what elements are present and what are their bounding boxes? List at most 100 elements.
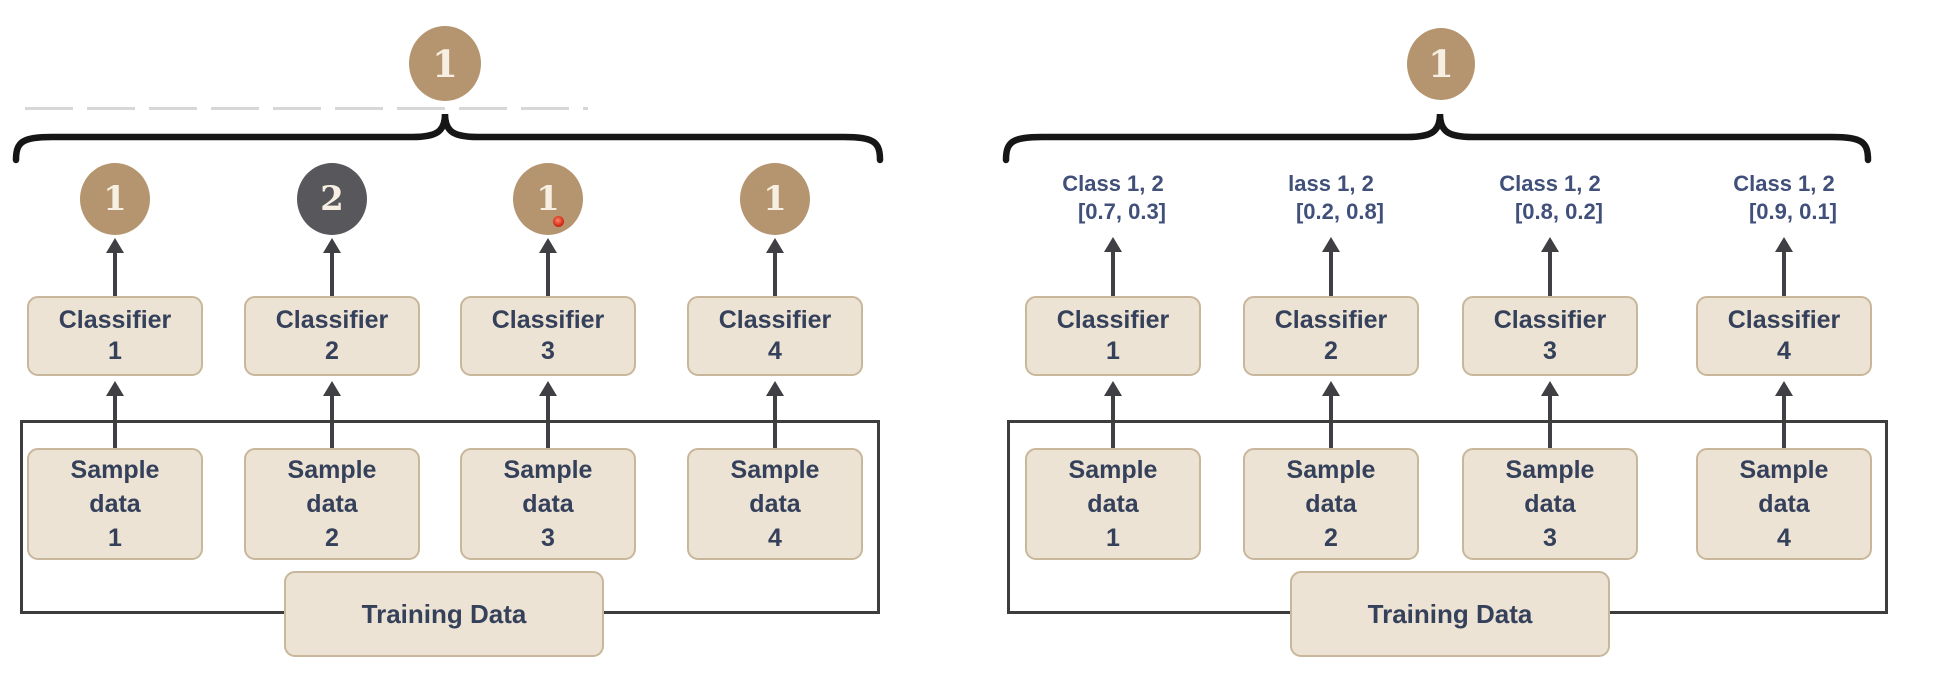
vote-circle-1: 1 (80, 163, 150, 235)
classifier-box-4: Classifier 4 (1696, 296, 1872, 376)
arrow-shaft (1782, 251, 1786, 296)
classifier-label: Classifier (1493, 306, 1607, 334)
classifier-label: Classifier (1727, 306, 1841, 334)
sample-data-box-4: Sample data 4 (687, 448, 863, 560)
arrow-shaft (330, 252, 334, 296)
prediction-label-1: Class 1, 2 [0.7, 0.3] (1013, 170, 1213, 226)
prediction-label-3: Class 1, 2 [0.8, 0.2] (1450, 170, 1650, 226)
aggregate-vote-label: 1 (1428, 42, 1454, 86)
classifier-number: 4 (1777, 337, 1791, 365)
prediction-probabilities: [0.7, 0.3] (1077, 199, 1167, 224)
sample-label: data (1524, 490, 1576, 518)
up-arrow-icon (1541, 237, 1559, 252)
prediction-probabilities: [0.2, 0.8] (1295, 199, 1385, 224)
up-arrow-icon (106, 238, 124, 253)
sample-label: Sample (1739, 456, 1829, 484)
sample-number: 2 (1324, 524, 1338, 552)
sample-label: Sample (70, 456, 160, 484)
up-arrow-icon (1322, 237, 1340, 252)
classifier-number: 4 (768, 337, 782, 365)
classifier-label: Classifier (275, 306, 389, 334)
up-arrow-icon (1541, 381, 1559, 396)
classifier-label: Classifier (491, 306, 605, 334)
training-data-label: Training Data (361, 598, 527, 629)
up-arrow-icon (1775, 381, 1793, 396)
arrow-shaft (1329, 251, 1333, 296)
sample-label: data (749, 490, 801, 518)
vote-label: 1 (103, 179, 127, 219)
aggregate-vote-label: 1 (432, 41, 458, 86)
up-arrow-icon (323, 238, 341, 253)
arrow-shaft (1548, 251, 1552, 296)
vote-label: 1 (536, 179, 560, 219)
training-data-label: Training Data (1367, 598, 1533, 629)
vote-circle-4: 1 (740, 163, 810, 235)
arrow-shaft (546, 252, 550, 296)
up-arrow-icon (1104, 381, 1122, 396)
classifier-number: 3 (541, 337, 555, 365)
sample-label: data (1087, 490, 1139, 518)
sample-number: 4 (1777, 524, 1791, 552)
up-arrow-icon (766, 381, 784, 396)
prediction-classes: lass 1, 2 (1288, 171, 1374, 196)
up-arrow-icon (766, 238, 784, 253)
sample-label: Sample (503, 456, 593, 484)
arrow-shaft (113, 252, 117, 296)
classifier-box-3: Classifier 3 (1462, 296, 1638, 376)
sample-number: 1 (108, 524, 122, 552)
up-arrow-icon (323, 381, 341, 396)
classifier-number: 3 (1543, 337, 1557, 365)
sample-data-box-3: Sample data 3 (1462, 448, 1638, 560)
classifier-number: 2 (1324, 337, 1338, 365)
sample-label: Sample (730, 456, 820, 484)
up-arrow-icon (539, 381, 557, 396)
sample-label: Sample (1068, 456, 1158, 484)
sample-number: 1 (1106, 524, 1120, 552)
red-cursor-dot (553, 216, 564, 227)
sample-data-box-4: Sample data 4 (1696, 448, 1872, 560)
vote-circle-2: 2 (297, 163, 367, 235)
vote-circle-3: 1 (513, 163, 583, 235)
sample-label: data (89, 490, 141, 518)
up-arrow-icon (539, 238, 557, 253)
prediction-classes: Class 1, 2 (1499, 171, 1601, 196)
sample-data-box-1: Sample data 1 (27, 448, 203, 560)
classifier-box-2: Classifier 2 (244, 296, 420, 376)
up-arrow-icon (1322, 381, 1340, 396)
overbrace-icon (12, 113, 884, 164)
classifier-box-4: Classifier 4 (687, 296, 863, 376)
sample-number: 3 (1543, 524, 1557, 552)
prediction-probabilities: [0.9, 0.1] (1748, 199, 1838, 224)
sample-label: data (1758, 490, 1810, 518)
prediction-classes: Class 1, 2 (1733, 171, 1835, 196)
classifier-label: Classifier (1056, 306, 1170, 334)
prediction-classes: Class 1, 2 (1062, 171, 1164, 196)
classifier-number: 2 (325, 337, 339, 365)
training-data-box: Training Data (1290, 571, 1610, 657)
sample-label: data (1305, 490, 1357, 518)
sample-number: 4 (768, 524, 782, 552)
sample-data-box-3: Sample data 3 (460, 448, 636, 560)
aggregate-vote-circle: 1 (1407, 28, 1475, 100)
prediction-probabilities: [0.8, 0.2] (1514, 199, 1604, 224)
classifier-box-3: Classifier 3 (460, 296, 636, 376)
overbrace-icon (1002, 113, 1872, 164)
up-arrow-icon (1775, 237, 1793, 252)
training-data-box: Training Data (284, 571, 604, 657)
classifier-label: Classifier (718, 306, 832, 334)
faint-artifact-line (25, 107, 588, 110)
sample-label: data (522, 490, 574, 518)
sample-label: data (306, 490, 358, 518)
classifier-number: 1 (108, 337, 122, 365)
sample-number: 2 (325, 524, 339, 552)
classifier-label: Classifier (1274, 306, 1388, 334)
prediction-label-4: Class 1, 2 [0.9, 0.1] (1684, 170, 1884, 226)
sample-label: Sample (1505, 456, 1595, 484)
up-arrow-icon (106, 381, 124, 396)
sample-number: 3 (541, 524, 555, 552)
prediction-label-2: lass 1, 2 [0.2, 0.8] (1231, 170, 1431, 226)
